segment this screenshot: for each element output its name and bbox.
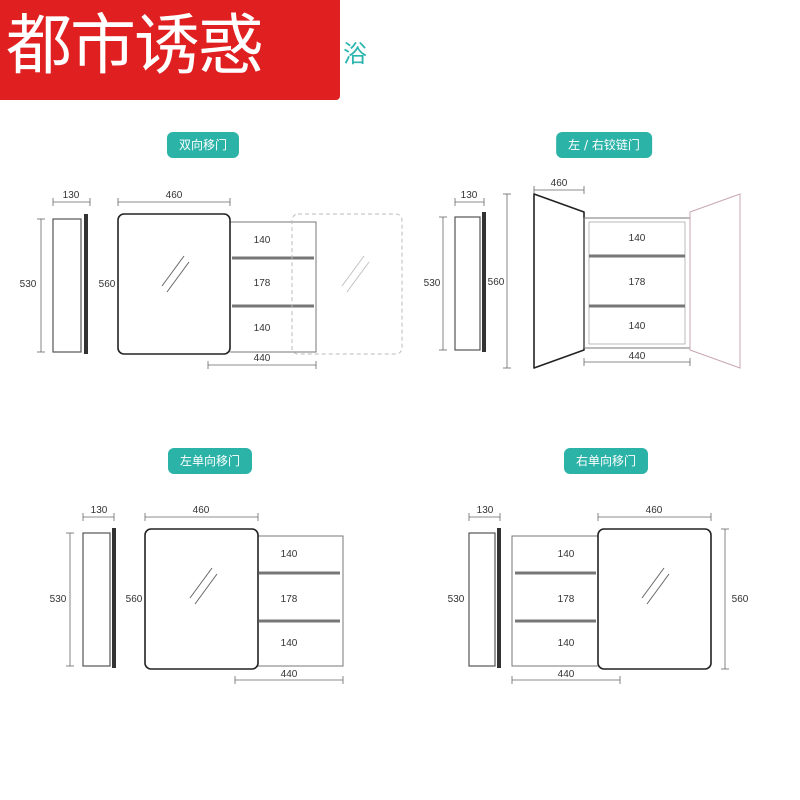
dim-depth: 130 (477, 505, 494, 516)
dim-door-width: 460 (551, 178, 568, 189)
panel-title-sliding-right: 右单向移门 (563, 448, 649, 474)
dim-shelf-bottom: 140 (558, 638, 575, 649)
dim-door-height: 560 (126, 594, 143, 605)
dim-door-height: 560 (99, 279, 116, 290)
side-view-door (84, 214, 88, 354)
dim-side-height: 530 (424, 278, 441, 289)
side-view-body (468, 532, 496, 667)
dim-shelf-top: 140 (254, 235, 271, 246)
hinged-door-left (533, 193, 585, 369)
dim-door-width: 460 (193, 505, 210, 516)
dim-shelf-mid: 178 (281, 594, 298, 605)
dim-side-height: 530 (20, 279, 37, 290)
ghost-door (291, 213, 403, 355)
mirror-door (597, 528, 712, 670)
dim-side-height: 530 (50, 594, 67, 605)
dim-door-height: 560 (488, 277, 505, 288)
dim-inner-width: 440 (629, 351, 646, 362)
side-view-body (454, 216, 481, 351)
dim-shelf-bottom: 140 (254, 323, 271, 334)
hinged-door-right (689, 193, 741, 369)
mirror-door (144, 528, 259, 670)
brand-logo-text: 都市诱惑 (6, 7, 264, 84)
dim-door-width: 460 (166, 190, 183, 201)
dim-inner-width: 440 (254, 353, 271, 364)
side-view-door (497, 528, 501, 668)
dim-shelf-bottom: 140 (629, 321, 646, 332)
dim-side-height: 530 (448, 594, 465, 605)
dim-inner-width: 440 (558, 669, 575, 680)
dim-shelf-mid: 178 (629, 277, 646, 288)
panel-title-sliding-left: 左单向移门 (167, 448, 253, 474)
side-view-body (82, 532, 111, 667)
panel-title-sliding-both: 双向移门 (166, 132, 240, 158)
panel-sliding-right: 130 530 140 178 140 460 560 440 (448, 505, 749, 684)
dim-shelf-top: 140 (629, 233, 646, 244)
dim-door-width: 460 (646, 505, 663, 516)
dim-door-height: 560 (732, 594, 749, 605)
dim-shelf-mid: 178 (558, 594, 575, 605)
dim-shelf-bottom: 140 (281, 638, 298, 649)
dim-shelf-mid: 178 (254, 278, 271, 289)
dim-inner-width: 440 (281, 669, 298, 680)
dim-depth: 130 (63, 190, 80, 201)
panel-title-hinged: 左 / 右铰链门 (556, 132, 652, 158)
side-view-body (52, 218, 82, 353)
panel-hinged: 130 530 560 460 140 178 140 440 (424, 178, 741, 369)
dim-shelf-top: 140 (558, 549, 575, 560)
dim-depth: 130 (461, 190, 478, 201)
brand-logo: 都市诱惑 (0, 0, 340, 100)
dim-shelf-top: 140 (281, 549, 298, 560)
dim-depth: 130 (91, 505, 108, 516)
side-view-door (482, 212, 486, 352)
panel-sliding-both: 130 530 140 178 140 460 560 440 (20, 190, 403, 369)
panel-sliding-left: 130 530 140 178 140 460 560 440 (50, 505, 344, 684)
mirror-door (117, 213, 231, 355)
side-view-door (112, 528, 116, 668)
brand-tail-text: 浴 (343, 40, 367, 68)
